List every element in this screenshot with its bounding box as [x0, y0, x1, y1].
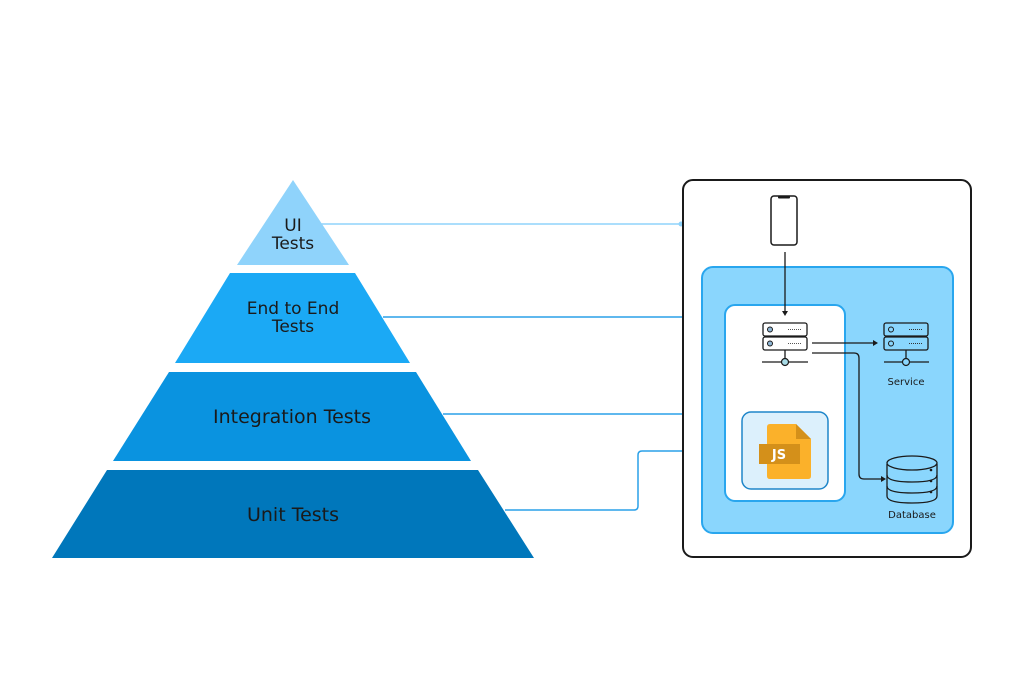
tier-e2e-label-line2: Tests: [271, 317, 314, 337]
tier-ui-tests-label-line1: UI: [284, 216, 301, 236]
smartphone-icon: [770, 195, 798, 246]
database-label: Database: [888, 510, 936, 521]
database-icon: [886, 455, 938, 504]
tier-unit-tests: [52, 470, 534, 558]
service-label: Service: [888, 377, 925, 388]
architecture: Service JS Database: [682, 179, 972, 558]
tier-ui-tests: [237, 180, 349, 265]
tier-e2e-label-line1: End to End: [247, 299, 340, 319]
connectors: [320, 221, 742, 511]
arrowhead-icon: [873, 340, 878, 346]
arrowhead-icon: [782, 311, 788, 316]
connector-unit-to-js: [505, 450, 739, 511]
js-label: JS: [771, 448, 786, 463]
tier-unit-label: Unit Tests: [247, 504, 339, 526]
server-icon: [762, 322, 808, 367]
service-server-icon: [883, 322, 929, 367]
pyramid: UI Tests End to End Tests Integration Te…: [52, 180, 534, 558]
tier-integration-label: Integration Tests: [213, 406, 371, 428]
tier-integration-tests: [113, 372, 471, 461]
arrowhead-icon: [881, 476, 886, 482]
server-to-database-arrow: [812, 352, 881, 480]
js-file-icon: JS: [759, 424, 811, 479]
tier-ui-tests-label-line2: Tests: [271, 234, 314, 254]
tier-end-to-end-tests: [175, 273, 410, 363]
